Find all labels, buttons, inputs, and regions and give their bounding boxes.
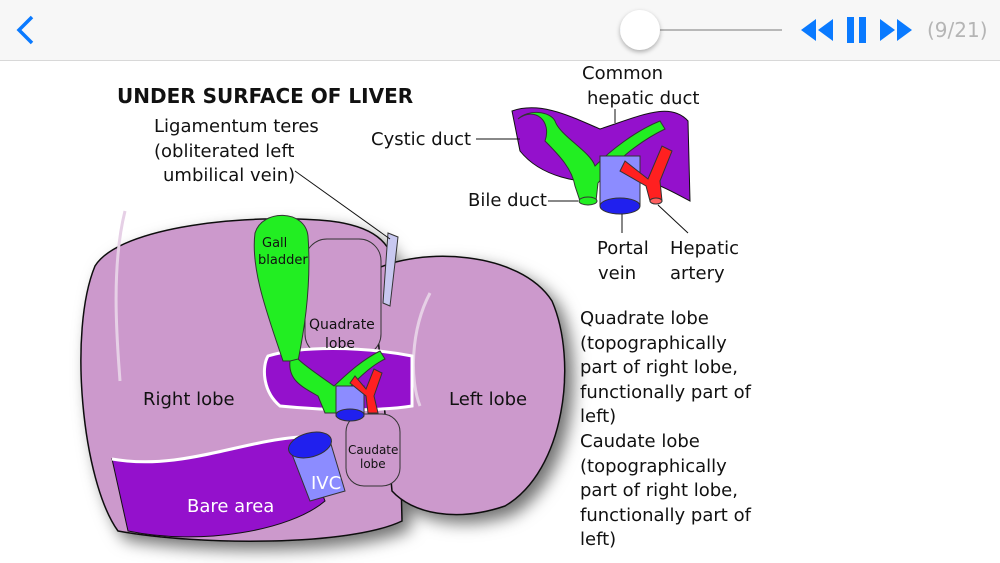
note-line: left) xyxy=(580,406,617,428)
back-button[interactable] xyxy=(12,14,42,46)
slider-thumb[interactable] xyxy=(620,10,661,50)
diagram-title: UNDER SURFACE OF LIVER xyxy=(117,84,413,108)
inset-diagram xyxy=(511,107,691,215)
ligamentum-label-2: (obliterated left xyxy=(154,141,294,162)
note-line: part of right lobe, xyxy=(580,480,738,502)
cystic-duct-label: Cystic duct xyxy=(371,129,471,150)
note-line: (topographically xyxy=(580,455,727,477)
ligamentum-label-3: umbilical vein) xyxy=(163,165,295,186)
ivc-label: IVC xyxy=(311,473,341,494)
toolbar: (9/21) xyxy=(0,0,1000,61)
rewind-icon[interactable] xyxy=(800,16,834,44)
caudate-label: Caudate xyxy=(348,443,398,457)
gall-bladder-label-2: bladder xyxy=(258,253,308,268)
note-line: part of right lobe, xyxy=(580,357,738,379)
note-line: Caudate lobe xyxy=(580,430,700,452)
hepatic-artery-label-2: artery xyxy=(670,263,725,284)
quadrate-label: Quadrate xyxy=(309,317,375,333)
note-line: functionally part of xyxy=(580,381,751,403)
note-line: Quadrate lobe xyxy=(580,308,709,329)
note-line: (topographically xyxy=(580,332,727,354)
ligamentum-label: Ligamentum teres xyxy=(154,116,319,137)
pause-icon[interactable] xyxy=(846,16,868,44)
hepatic-artery-small xyxy=(349,368,383,414)
fast-forward-icon[interactable] xyxy=(879,16,913,44)
lobe-notes: Quadrate lobe (topographically part of r… xyxy=(580,307,751,553)
slide-counter: (9/21) xyxy=(927,18,988,42)
bile-duct-small xyxy=(289,350,386,414)
chevron-left-icon xyxy=(16,15,34,45)
right-lobe-label: Right lobe xyxy=(143,389,235,410)
leader-line xyxy=(294,170,391,240)
common-hepatic-label: Common xyxy=(582,63,663,84)
left-lobe-label: Left lobe xyxy=(449,389,527,410)
gall-bladder xyxy=(253,214,310,362)
bare-area-label: Bare area xyxy=(187,496,274,517)
note-line: functionally part of xyxy=(580,504,751,526)
common-hepatic-label-2: hepatic duct xyxy=(587,88,699,109)
liver-diagram: UNDER SURFACE OF LIVER Gall bladder Quad… xyxy=(80,63,739,542)
portal-vein-label-2: vein xyxy=(598,263,636,284)
caudate-label-2: lobe xyxy=(360,457,386,471)
bile-duct-label: Bile duct xyxy=(468,190,547,211)
quadrate-label-2: lobe xyxy=(325,336,355,352)
caudate-lobe xyxy=(345,413,401,487)
note-line: left) xyxy=(580,529,617,551)
ligamentum-teres xyxy=(382,232,399,307)
gall-bladder-label: Gall xyxy=(262,236,287,251)
hepatic-artery-label: Hepatic xyxy=(670,238,739,259)
portal-vein-label: Portal xyxy=(597,238,649,259)
